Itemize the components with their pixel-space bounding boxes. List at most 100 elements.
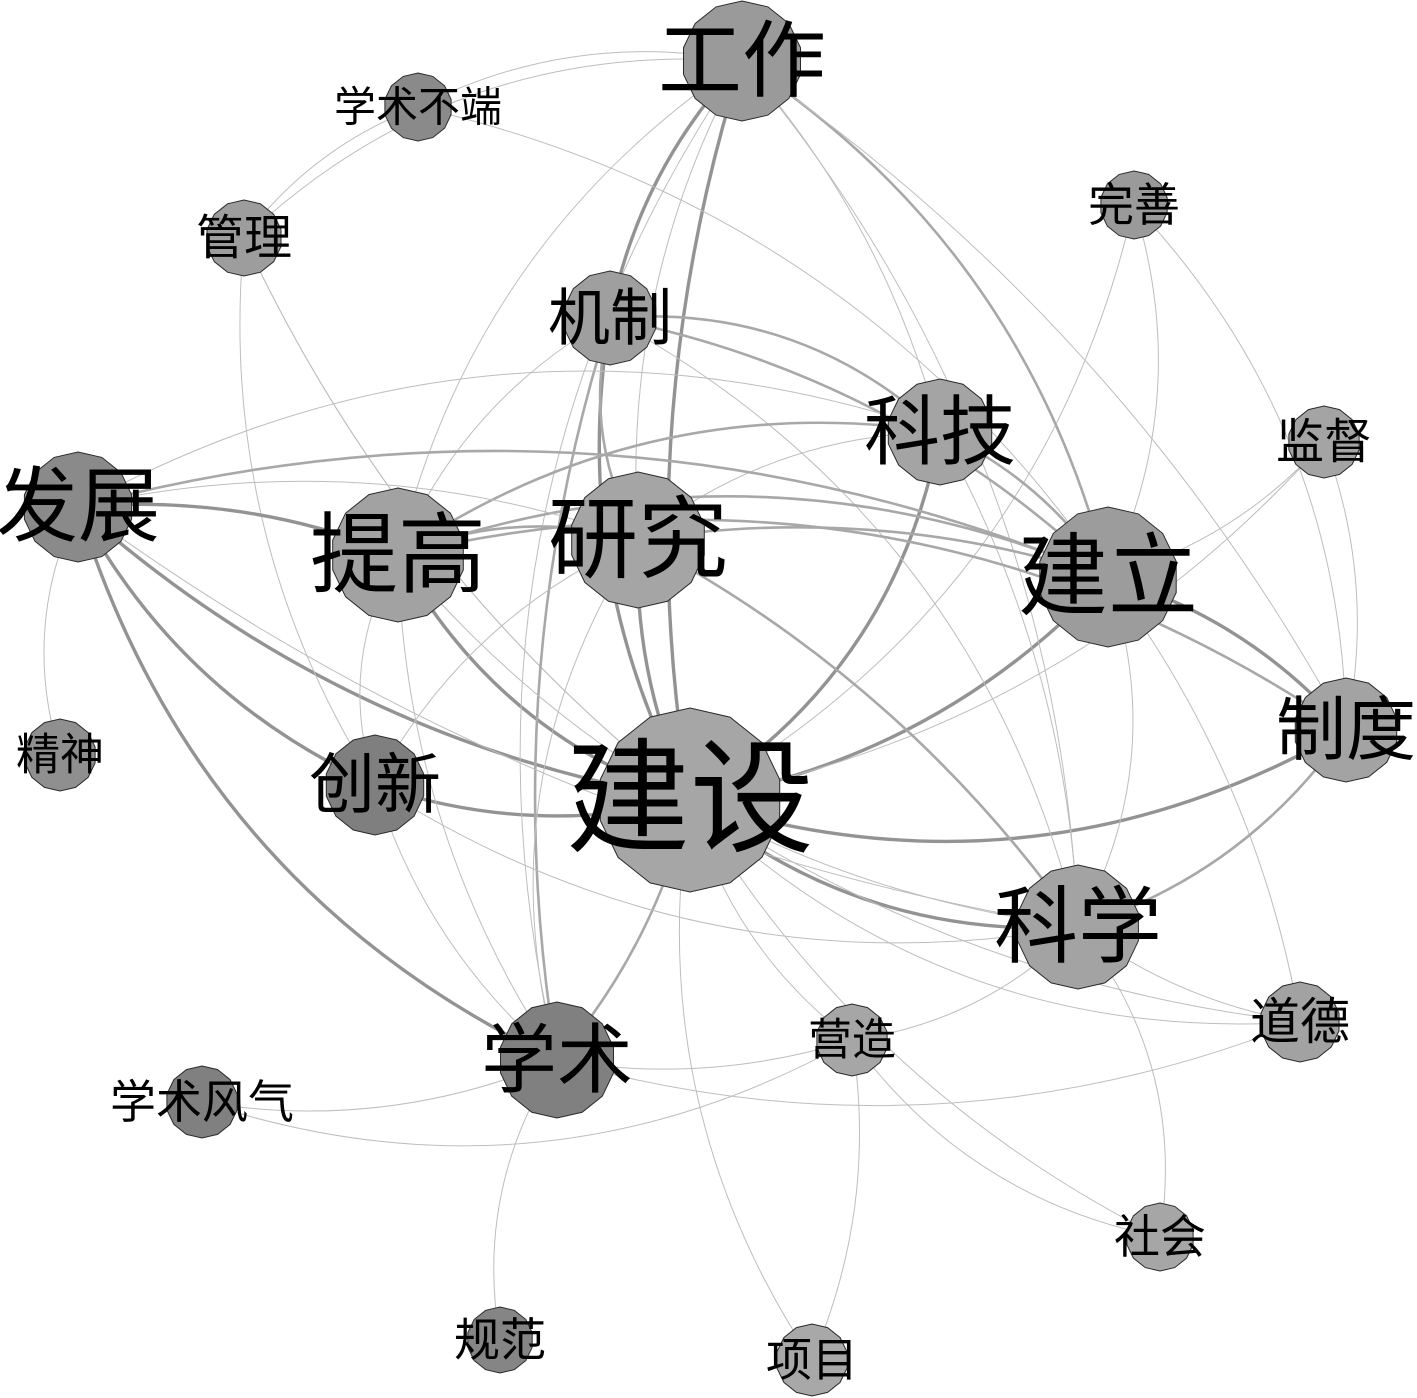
node-jingshen-shape <box>24 718 96 792</box>
node-daode-shape <box>1260 981 1340 1063</box>
edge-gongzuo-jianli <box>740 59 1110 579</box>
node-guanli: 管理 <box>196 199 292 277</box>
node-jizhi: 机制 <box>548 270 672 366</box>
node-jizhi-shape <box>563 270 657 366</box>
edge-yingzao-shehui <box>851 1039 1161 1238</box>
edge-gongzuo-yanjiu <box>635 60 743 541</box>
edge-jianli-fazhan <box>76 449 1110 579</box>
edge-keji-fazhan <box>77 370 941 508</box>
node-guanli-shape <box>206 199 282 277</box>
edge-xueshubuduan-jianli <box>417 106 1109 578</box>
node-xiangmu-shape <box>776 1323 848 1397</box>
node-daode-label: 道德 <box>1250 993 1350 1051</box>
node-xiangmu: 项目 <box>766 1323 858 1397</box>
node-xueshu-label: 学术 <box>481 1016 633 1105</box>
node-tigao-shape <box>332 487 464 623</box>
node-keji-shape <box>887 378 993 486</box>
node-daode: 道德 <box>1250 981 1350 1063</box>
node-shehui-label: 社会 <box>1114 1210 1206 1264</box>
node-jiandu-shape <box>1288 405 1360 479</box>
edge-chuangxin-kexue <box>374 784 1079 944</box>
edge-gongzuo-keji <box>741 60 941 433</box>
edge-daode-jianshe <box>689 799 1301 1023</box>
node-xueshubuduan-shape <box>384 72 452 142</box>
node-jingshen: 精神 <box>16 718 104 792</box>
node-xueshufengqi: 学术风气 <box>110 1065 294 1139</box>
edge-keji-tigao <box>396 421 942 557</box>
node-shehui: 社会 <box>1114 1202 1206 1272</box>
node-yingzao-shape <box>816 1003 888 1077</box>
node-zhidu: 制度 <box>1276 677 1416 783</box>
node-tigao-label: 提高 <box>310 504 486 607</box>
node-wanshan-shape <box>1100 170 1168 240</box>
edge-yanjiu-kexue <box>636 538 1080 929</box>
edge-guanli-chuangxin <box>239 237 376 786</box>
edge-jianshe-wanshan <box>689 204 1135 801</box>
edge-yanjiu-xueshu <box>532 539 639 1061</box>
node-jianli-shape <box>1039 506 1177 648</box>
node-yingzao: 营造 <box>808 1003 896 1077</box>
node-xueshubuduan: 学术不端 <box>334 72 502 142</box>
edge-jizhi-xueshu <box>533 316 612 1062</box>
node-jiandu-label: 监督 <box>1276 414 1372 470</box>
edge-gongzuo-zhidu <box>741 60 1347 731</box>
node-chuangxin-label: 创新 <box>309 747 441 824</box>
node-xueshufengqi-shape <box>166 1065 238 1139</box>
node-yanjiu-shape <box>571 471 705 609</box>
node-xueshubuduan-label: 学术不端 <box>334 83 502 132</box>
node-jianshe: 建设 <box>566 707 814 893</box>
node-xueshufengqi-label: 学术风气 <box>110 1075 294 1129</box>
node-wanshan-label: 完善 <box>1088 178 1180 232</box>
node-xueshu-shape <box>500 1001 614 1119</box>
node-jingshen-label: 精神 <box>16 730 104 781</box>
edge-yingzao-xiangmu <box>811 1039 860 1361</box>
edge-gongzuo-xueshu <box>519 60 743 1061</box>
edge-jianshe-fazhan <box>76 505 692 802</box>
node-jianli: 建立 <box>1018 506 1198 648</box>
node-guifan-label: 规范 <box>454 1313 546 1367</box>
edge-gongzuo-kexue <box>741 60 1079 928</box>
node-fazhan-label: 发展 <box>0 460 160 555</box>
edge-jianshe-jiandu <box>689 441 1325 801</box>
node-yingzao-label: 营造 <box>808 1015 896 1066</box>
edge-yingzao-xueshufengqi <box>201 1039 853 1147</box>
node-jianshe-shape <box>599 707 781 893</box>
node-jizhi-label: 机制 <box>548 282 672 355</box>
node-keji: 科技 <box>864 378 1016 486</box>
node-guifan-shape <box>467 1306 533 1374</box>
node-gongzuo: 工作 <box>658 0 826 122</box>
node-fazhan: 发展 <box>0 451 160 563</box>
node-gongzuo-label: 工作 <box>658 12 826 110</box>
edge-fazhan-chuangxin <box>76 505 377 787</box>
node-chuangxin-shape <box>325 734 425 836</box>
edge-xueshu-daode <box>556 1021 1301 1107</box>
node-xueshu: 学术 <box>481 1001 633 1119</box>
node-yanjiu-label: 研究 <box>548 488 728 593</box>
edge-tigao-xueshu <box>397 554 558 1061</box>
node-kexue-shape <box>1017 864 1139 990</box>
node-yanjiu: 研究 <box>548 471 728 609</box>
edge-gongzuo-guanli <box>243 58 743 239</box>
edge-fazhan-xueshu <box>76 505 559 1062</box>
node-chuangxin: 创新 <box>309 734 441 836</box>
node-xiangmu-label: 项目 <box>766 1333 858 1387</box>
node-zhidu-label: 制度 <box>1276 689 1416 771</box>
edge-jizhi-kexue <box>609 317 1079 928</box>
edge-fazhan-yanjiu <box>77 480 639 541</box>
node-keji-label: 科技 <box>864 388 1016 477</box>
node-jiandu: 监督 <box>1276 405 1372 479</box>
edge-jianshe-zhidu <box>688 728 1348 844</box>
edge-jizhi-jianli <box>608 316 1110 579</box>
node-fazhan-shape <box>23 451 133 563</box>
node-guanli-label: 管理 <box>196 210 292 266</box>
node-jianshe-label: 建设 <box>566 728 814 872</box>
node-guifan: 规范 <box>454 1306 546 1374</box>
node-wanshan: 完善 <box>1088 170 1180 240</box>
node-gongzuo-shape <box>683 0 801 122</box>
edge-jianshe-gongzuo <box>666 59 744 802</box>
edge-jianshe-daode <box>689 799 1301 1025</box>
node-shehui-shape <box>1126 1202 1194 1272</box>
edge-zhidu-tigao <box>396 518 1348 732</box>
